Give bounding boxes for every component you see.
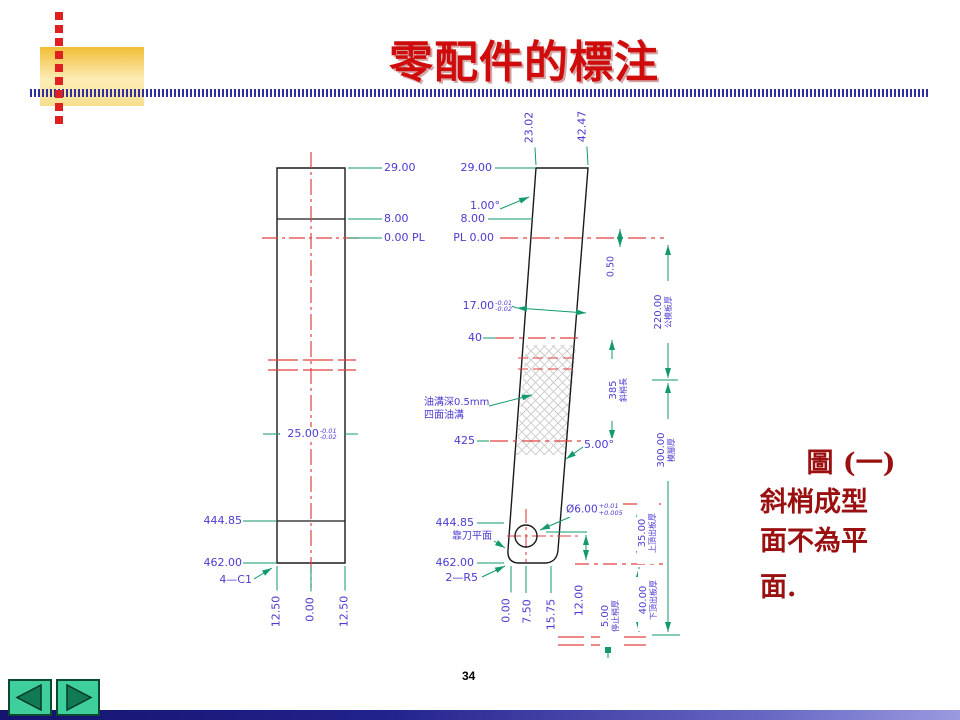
slide-title: 零配件的標注 — [389, 37, 659, 88]
dim-value: 5.00 — [600, 604, 611, 628]
dim-value: 220.00 — [653, 294, 664, 330]
dim-label: 444.85 — [428, 516, 474, 529]
plane-note: 靠刀平面 — [446, 530, 492, 543]
dim-label-rotated: 300.00 模腳厚 — [656, 419, 678, 481]
dim-label-rotated: 12.50 — [337, 590, 351, 633]
dim-note: 公模板厚 — [664, 296, 673, 328]
dim-label-rotated: 35.00 上頂出板厚 — [637, 502, 659, 564]
dim-label: 462.00 — [196, 556, 242, 569]
dim-label: 0.00 PL — [384, 231, 438, 244]
dim-label: 462.00 — [428, 556, 474, 569]
dim-value: 300.00 — [656, 432, 667, 468]
tolerance-lower: -0.02 — [319, 433, 337, 441]
dim-value: 25.00 — [287, 427, 319, 440]
dim-label: 29.00 — [384, 161, 430, 174]
radius-label: 2—R5 — [440, 571, 478, 584]
dim-label: 425 — [449, 434, 475, 447]
figure-caption: 圖 (一) 斜梢成型 面不為平 面. — [760, 444, 942, 607]
tolerance-upper: -0.01 — [495, 298, 512, 307]
dim-label: 8.00 — [384, 212, 424, 225]
dim-value: 385 — [608, 380, 619, 400]
page-number: 34 — [462, 669, 476, 683]
angle-label: 1.00° — [462, 199, 500, 212]
dim-value: 35.00 — [637, 518, 648, 548]
chamfer-label: 4—C1 — [210, 573, 252, 586]
dim-label-rotated: 12.50 — [269, 590, 283, 633]
oil-groove-line2: 四面油溝 — [424, 410, 464, 421]
red-dotted-line-decoration — [55, 12, 63, 128]
figure-caption-line3: 面不為平 — [760, 526, 868, 557]
figure-caption-line1: 圖 (一) — [806, 448, 896, 479]
dim-label-rotated: 23.02 — [522, 107, 536, 148]
dim-label: 40 — [460, 331, 482, 344]
dim-label-rotated: 220.00 公模板厚 — [653, 281, 675, 343]
dim-label-rotated: 42.47 — [575, 106, 589, 147]
bottom-gradient-bar — [0, 710, 960, 720]
dim-label-rotated: 0.00 — [499, 592, 513, 629]
dim-label: 29.00 — [450, 161, 492, 174]
dim-note: 停止梢厚 — [611, 600, 620, 632]
dim-label-rotated: 15.75 — [544, 593, 558, 636]
dim-label-rotated: 0.50 — [604, 249, 618, 284]
dim-value: Ø6.00 — [566, 503, 598, 516]
dim-value: 40.00 — [638, 585, 649, 615]
oil-groove-note: 油溝深0.5mm 四面油溝 — [424, 396, 490, 422]
dim-label: 8.00 — [453, 212, 485, 225]
dim-value: 17.00 — [462, 299, 495, 312]
dim-label-rotated: 385 斜梢長 — [608, 359, 630, 421]
dim-note: 模腳厚 — [667, 438, 676, 462]
dim-label-rotated: 40.00 下頂出板厚 — [638, 569, 660, 631]
parting-line-label: PL 0.00 — [442, 231, 494, 244]
dim-label-rotated: 5.00 停止梢厚 — [600, 585, 622, 647]
dim-label-tolerance: 17.00-0.01-0.02 — [444, 299, 512, 313]
dim-label-width: 25.00-0.01-0.02 — [280, 427, 344, 441]
angle-label: 5.00° — [584, 438, 622, 451]
figure-caption-line4: 面. — [760, 572, 797, 603]
forward-icon — [66, 683, 93, 712]
blue-striped-divider — [30, 89, 930, 97]
dim-note: 下頂出板厚 — [649, 580, 658, 620]
tolerance-upper: +0.01 — [598, 502, 619, 510]
prev-slide-button[interactable] — [8, 679, 52, 716]
tolerance-lower: -0.02 — [495, 305, 512, 313]
dim-note: 斜梢長 — [619, 378, 628, 402]
dim-label-rotated: 0.00 — [303, 591, 317, 628]
dim-label-rotated: 7.50 — [520, 593, 534, 630]
dim-label: 444.85 — [196, 514, 242, 527]
dim-label-rotated: 12.00 — [572, 579, 586, 622]
dim-note: 上頂出板厚 — [648, 513, 657, 553]
tolerance-lower: +0.005 — [598, 508, 623, 517]
oil-groove-line1: 油溝深0.5mm — [424, 397, 490, 408]
figure-caption-line2: 斜梢成型 — [760, 487, 868, 518]
next-slide-button[interactable] — [56, 679, 100, 716]
hole-label: Ø6.00+0.01+0.005 — [566, 503, 623, 517]
tolerance-upper: -0.01 — [319, 426, 337, 435]
back-icon — [15, 683, 42, 712]
